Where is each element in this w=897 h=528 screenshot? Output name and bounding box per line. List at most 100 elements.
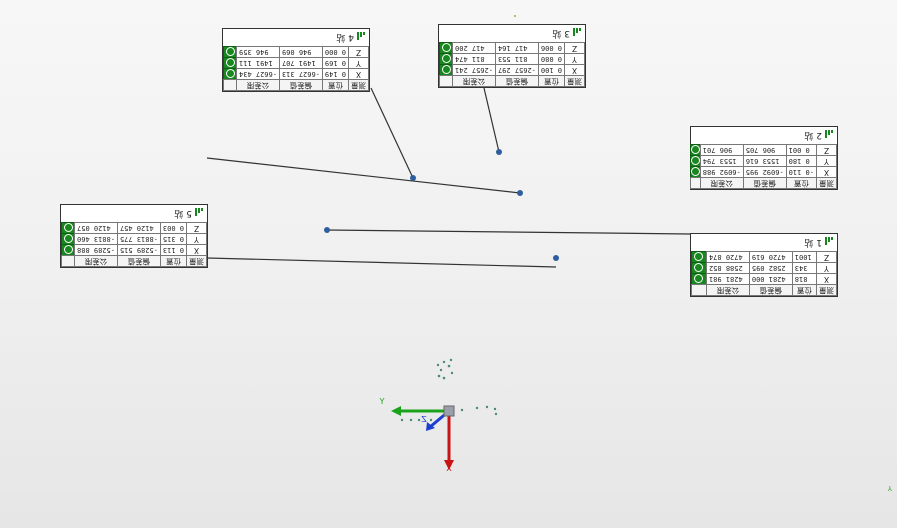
leader-line-4 (370, 87, 414, 179)
node-3[interactable] (496, 149, 502, 155)
ok-circle-icon (694, 263, 704, 273)
node-4[interactable] (410, 175, 416, 181)
table-header-cell: 位置 (538, 75, 565, 87)
card-footer: 2 站 (804, 130, 833, 140)
value-cell: 417 200 (452, 42, 496, 54)
value-cell: 906 705 (743, 144, 787, 156)
ok-circle-icon (225, 58, 235, 68)
value-cell: 2588 852 (706, 262, 750, 274)
value-cell: -2657 297 (495, 64, 539, 76)
axis-cell: Z (348, 46, 369, 58)
table-header-cell: 公差限 (706, 284, 750, 296)
value-cell: 1553 616 (743, 155, 787, 167)
axis-cell: Z (816, 144, 837, 156)
bottom-marker (514, 15, 516, 17)
status-indicator (690, 155, 701, 167)
value-cell: 946 359 (236, 46, 280, 58)
status-header (690, 177, 701, 189)
ok-circle-icon (690, 145, 700, 155)
axis-cell: Z (816, 251, 837, 263)
value-cell: 343 (792, 262, 817, 274)
ok-circle-icon (694, 274, 704, 284)
status-indicator (223, 57, 237, 69)
value-cell: 4720 619 (749, 251, 793, 263)
axis-cell: Y (816, 262, 837, 274)
value-cell: 2582 095 (749, 262, 793, 274)
table-header-cell: 测量 (816, 284, 837, 296)
status-indicator (61, 233, 75, 245)
value-cell: 1553 794 (700, 155, 744, 167)
table-header: 测量位置偏差值公差限 (439, 75, 585, 87)
value-cell: 0 149 (322, 68, 349, 80)
value-cell: 4120 457 (117, 222, 161, 234)
station-label: 4 站 (336, 32, 354, 42)
card-footer: 5 站 (174, 208, 203, 218)
ok-circle-icon (690, 156, 700, 166)
leader-lines (206, 87, 691, 268)
ok-circle-icon (225, 69, 235, 79)
table-header-cell: 偏差值 (279, 79, 323, 91)
status-header (691, 284, 707, 296)
value-cell: 1001 (792, 251, 817, 263)
status-indicator (61, 222, 75, 234)
measurement-nodes (324, 149, 559, 261)
status-indicator (439, 42, 453, 54)
card-footer: 4 站 (336, 32, 365, 42)
card-footer: 1 站 (804, 237, 833, 247)
value-cell: 0 180 (786, 155, 817, 167)
value-cell: 1491 111 (236, 57, 280, 69)
status-indicator (223, 46, 237, 58)
table-header: 测量位置偏差值公差限 (691, 284, 837, 296)
table-row: X-0 110-6092 995-6092 988 (690, 166, 837, 178)
ok-circle-icon (63, 234, 73, 244)
table-header-cell: 偏差值 (749, 284, 793, 296)
status-header (223, 79, 237, 91)
table-header-cell: 位置 (786, 177, 817, 189)
node-5[interactable] (324, 227, 330, 233)
value-cell: 946 069 (279, 46, 323, 58)
table-header-cell: 偏差值 (743, 177, 787, 189)
value-cell: -6092 988 (700, 166, 744, 178)
value-cell: 0 001 (786, 144, 817, 156)
value-cell: -0 110 (786, 166, 817, 178)
z-axis-label: Z (421, 415, 427, 424)
value-cell: 0 080 (538, 53, 565, 65)
table-header-cell: 公差限 (452, 75, 496, 87)
y-axis-arrowhead (391, 406, 401, 416)
node-1[interactable] (553, 255, 559, 261)
leader-line-5 (326, 229, 691, 235)
table-header-cell: 位置 (160, 255, 187, 267)
point-cloud (400, 358, 498, 422)
value-cell: 417 164 (495, 42, 539, 54)
node-2[interactable] (517, 190, 523, 196)
axis-cell: X (186, 244, 207, 256)
value-cell: 0 006 (538, 42, 565, 54)
value-cell: 0 000 (322, 46, 349, 58)
signal-bars-icon (357, 32, 365, 41)
table-header-cell: 测量 (348, 79, 369, 91)
axis-cell: Y (816, 155, 837, 167)
signal-bars-icon (825, 237, 833, 246)
table-header-cell: 测量 (564, 75, 585, 87)
value-cell: 0 003 (160, 222, 187, 234)
axis-cell: X (348, 68, 369, 80)
status-indicator (439, 64, 453, 76)
value-cell: 0 315 (160, 233, 187, 245)
y-axis-label: Y (379, 397, 385, 406)
value-cell: 0 100 (538, 64, 565, 76)
